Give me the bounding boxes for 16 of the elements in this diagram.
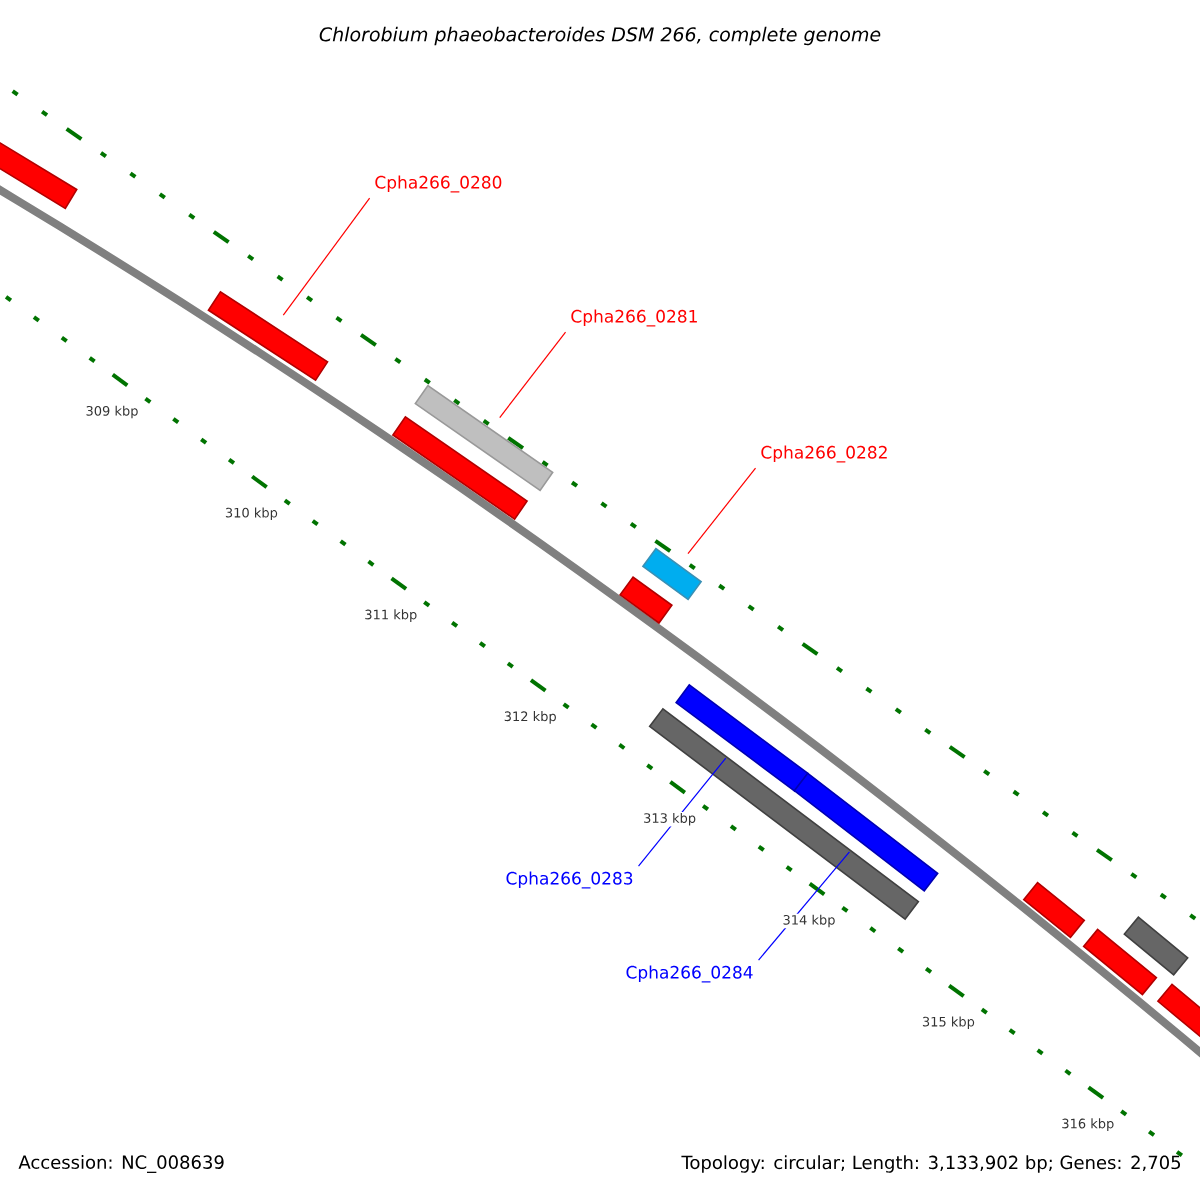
leader-line [687, 467, 757, 555]
leader-line [758, 851, 850, 961]
genome-info-text: Topology: circular; Length: 3,133,902 bp; Genes: 2,705 [681, 1155, 1181, 1173]
leader-line [499, 331, 567, 419]
accession-text: Accession: NC_008639 [18, 1155, 224, 1173]
gene-label: Cpha266_0281 [571, 309, 697, 327]
gene-label: Cpha266_0283 [506, 871, 633, 889]
gene-bar [793, 772, 939, 892]
gene-label: Cpha266_0284 [626, 965, 753, 983]
leader-line [282, 197, 371, 316]
gene-label: Cpha266_0280 [375, 175, 502, 193]
leader-line [637, 757, 727, 867]
gene-bar [207, 290, 329, 382]
gene-label: Cpha266_0282 [761, 445, 887, 463]
title: Chlorobium phaeobacteroides DSM 266, complete genome [319, 26, 881, 46]
gene-bar [414, 384, 554, 492]
